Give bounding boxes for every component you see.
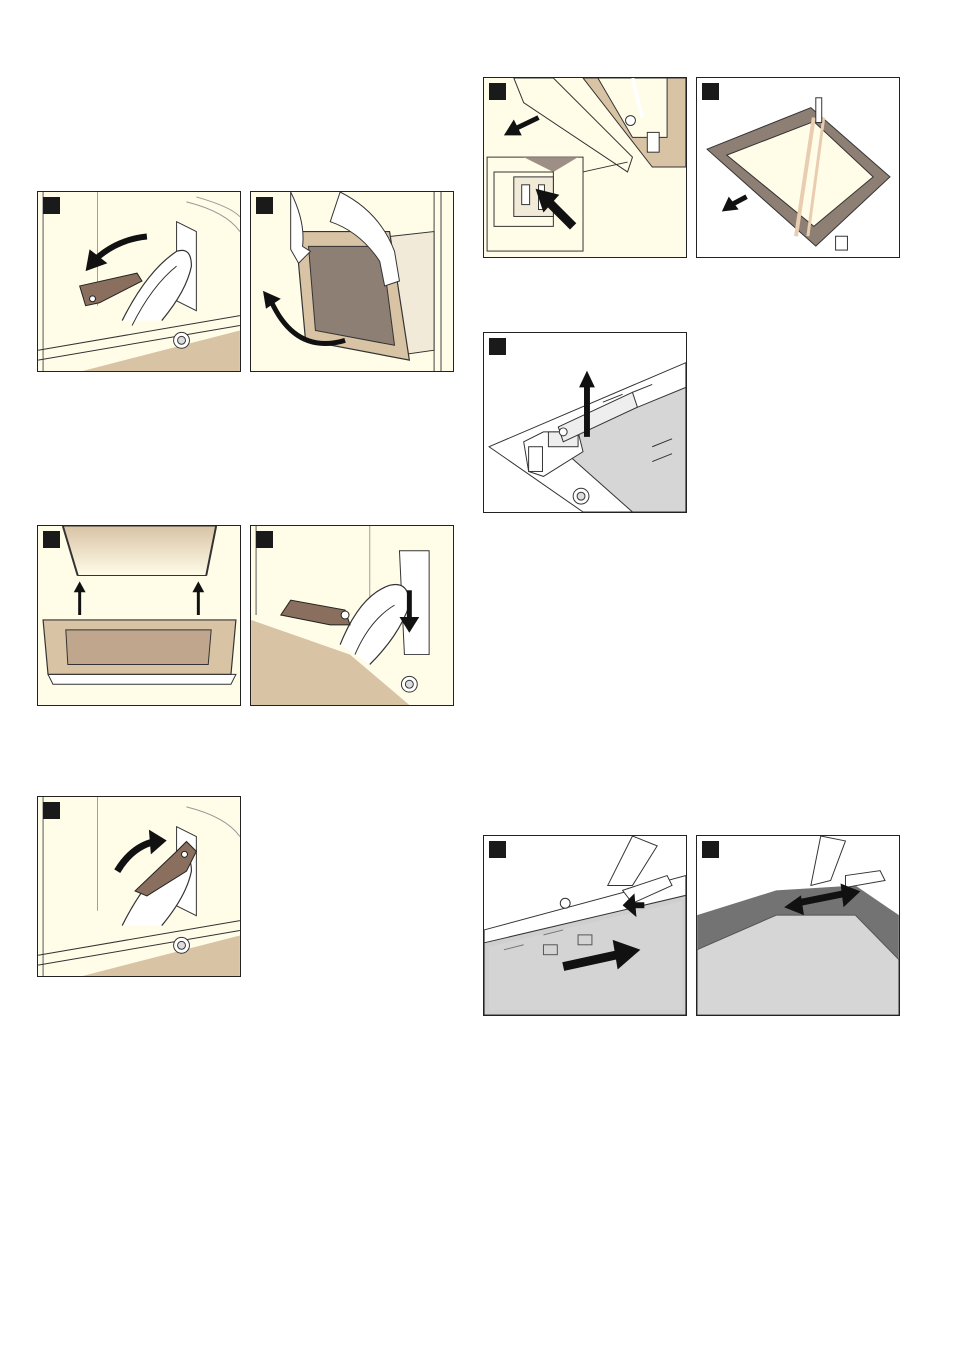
hinge-lever-up-illustration: [38, 797, 240, 976]
arrow-up-icon: [192, 581, 204, 615]
glass-insert-illustration: [484, 836, 686, 1015]
door-cover-illustration: [484, 78, 686, 257]
glass-slide-illustration: [697, 836, 899, 1015]
step-marker: [702, 83, 719, 100]
glass-pane-illustration: [697, 78, 899, 257]
figure-door-cover-remove: [483, 77, 687, 258]
arrow-left-icon: [504, 118, 539, 136]
figure-door-reattach-hooks: [37, 525, 241, 706]
figure-glass-pane-remove: [696, 77, 900, 258]
figure-glass-insert: [483, 835, 687, 1016]
step-marker: [489, 83, 506, 100]
hinge-lever-down-illustration: [38, 192, 240, 371]
step-marker: [43, 197, 60, 214]
door-lift-off-illustration: [251, 192, 453, 371]
step-marker: [489, 841, 506, 858]
door-reattach-illustration: [38, 526, 240, 705]
figure-door-lift-off: [250, 191, 454, 372]
arrow-down-left-icon: [722, 197, 747, 212]
step-marker: [256, 531, 273, 548]
glass-pane-icon: [707, 108, 890, 246]
step-marker: [43, 802, 60, 819]
figure-hinge-lever-lower: [250, 525, 454, 706]
figure-door-hinge-lever-down: [37, 191, 241, 372]
figure-glass-slide: [696, 835, 900, 1016]
figure-holder-lift: [483, 332, 687, 513]
curved-arrow-up-icon: [117, 830, 166, 872]
step-marker: [43, 531, 60, 548]
figure-hinge-lever-up: [37, 796, 241, 977]
clip-icon: [811, 836, 846, 885]
step-marker: [702, 841, 719, 858]
curved-arrow-down-icon: [86, 237, 147, 272]
step-marker: [256, 197, 273, 214]
clip-icon: [608, 836, 657, 885]
arrow-up-icon: [74, 581, 86, 615]
hinge-lever-icon: [281, 600, 350, 625]
step-marker: [489, 338, 506, 355]
hinge-lever-lower-illustration: [251, 526, 453, 705]
holder-lift-illustration: [484, 333, 686, 512]
